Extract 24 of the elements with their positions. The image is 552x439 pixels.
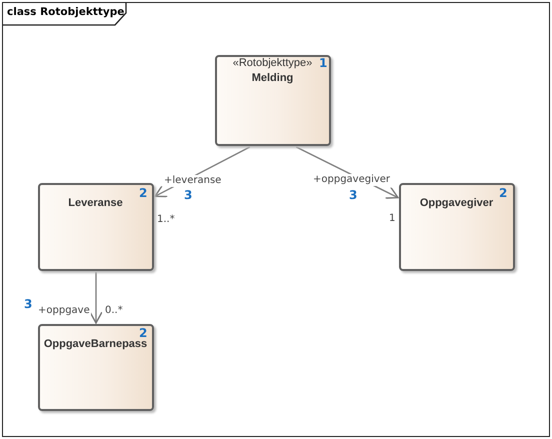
class-box bbox=[398, 182, 514, 270]
callout-number: 2 bbox=[139, 327, 148, 339]
callout-number: 2 bbox=[139, 187, 148, 199]
association-arrow bbox=[89, 272, 103, 324]
stereotype-label: «Rotobjekttype» bbox=[232, 56, 312, 68]
class-name: Oppgavegiver bbox=[418, 196, 494, 208]
callout-number: 1 bbox=[319, 57, 328, 69]
callout-number: 3 bbox=[184, 189, 192, 201]
callout-number: 3 bbox=[349, 189, 358, 201]
role-label: +oppgavegiver bbox=[312, 174, 392, 186]
class-name: OppgaveBarnepass bbox=[42, 338, 148, 350]
class-name: Leveranse bbox=[67, 196, 124, 208]
role-label: +oppgave bbox=[37, 305, 91, 317]
multiplicity-label: 1 bbox=[389, 213, 396, 225]
role-label: +leveranse bbox=[163, 175, 222, 187]
class-name: Melding bbox=[250, 72, 294, 84]
class-box bbox=[38, 324, 154, 410]
multiplicity-label: 1..* bbox=[157, 214, 175, 226]
class-box bbox=[38, 182, 154, 270]
frame-title: class Rotobjekttype bbox=[6, 5, 126, 20]
multiplicity-label: 0..* bbox=[105, 305, 123, 317]
callout-number: 3 bbox=[24, 298, 32, 310]
callout-number: 2 bbox=[499, 187, 508, 199]
class-box bbox=[214, 54, 330, 146]
